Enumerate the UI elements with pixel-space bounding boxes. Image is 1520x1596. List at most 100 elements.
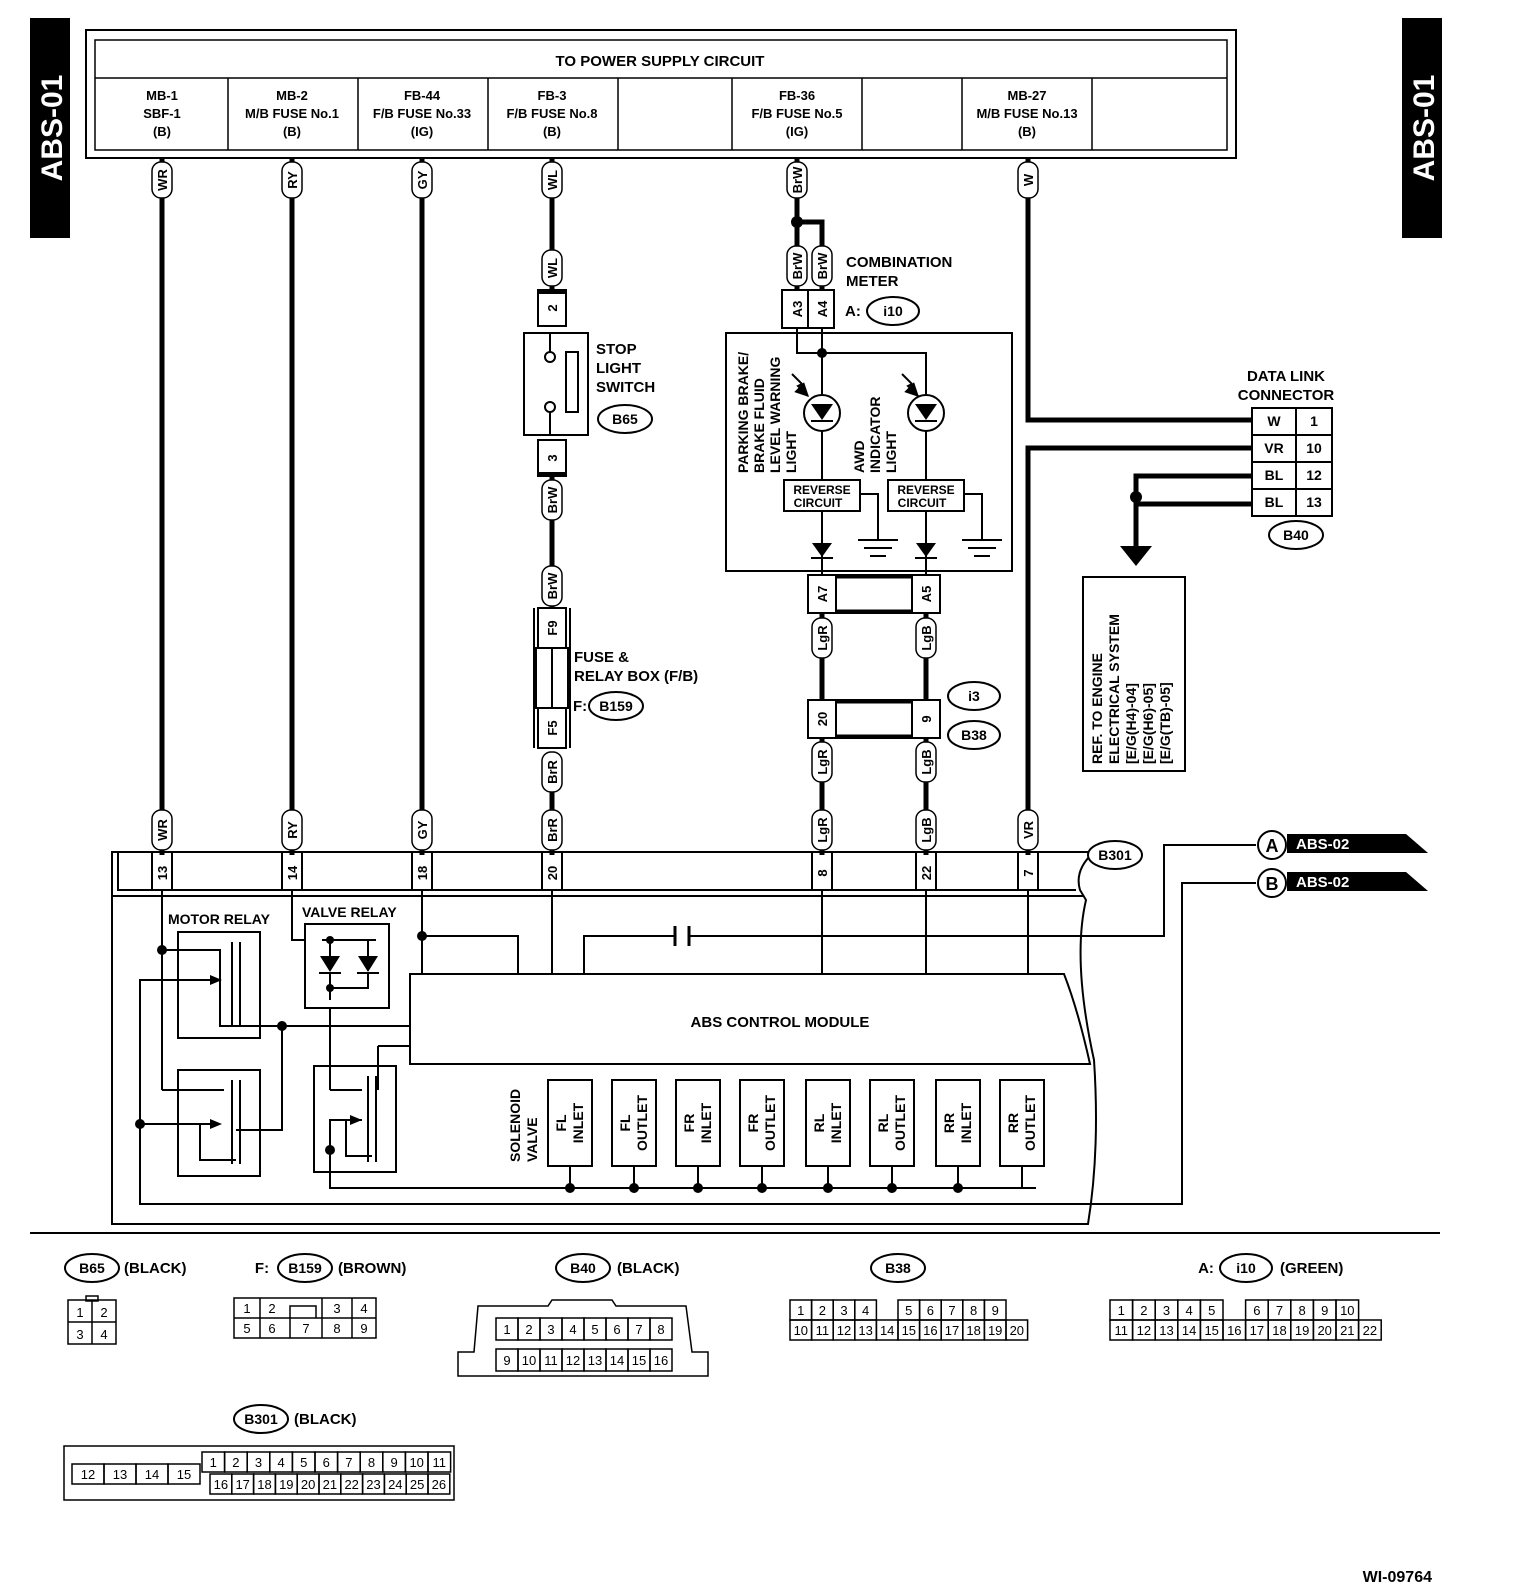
wire-tag-w: W [1021,173,1036,186]
power-supply-box [85,29,1237,159]
legend-pin: 2 [819,1303,826,1318]
legend-pin: 8 [1298,1303,1305,1318]
bulb-icon [791,373,841,432]
meter-prefix: A: [845,303,861,320]
legend-pin: 6 [323,1455,330,1470]
legend-pin: 4 [569,1322,576,1337]
wire-tag-lgb: LgB [919,817,934,842]
solenoid-pos: RR [1005,1113,1021,1133]
motor-relay [140,931,261,1177]
internal-junctions [135,931,963,1193]
pin-cell [1005,1319,1029,1341]
pin-label: 18 [415,866,430,880]
wire-tags: WR RY GY WL BrW W WL BrW BrW BrR BrW BrW… [151,161,1039,851]
solenoid-label: SOLENOID [507,1089,523,1162]
solenoid-pos: FR [681,1114,697,1133]
legend-pin: 19 [988,1323,1002,1338]
fuse-2-line3: (B) [283,124,301,139]
legend-pin: 4 [862,1303,869,1318]
legend-pin: 5 [905,1303,912,1318]
legend-pin: 19 [279,1477,293,1492]
pin-label: 9 [919,715,934,722]
wire-tag-brw: BrW [790,166,805,193]
figure-code: WI-09764 [1363,1569,1432,1586]
legend-pin: 9 [1321,1303,1328,1318]
legend-pin: 7 [948,1303,955,1318]
wire-tag-brr: BrR [545,759,560,783]
wire-tag-brw: BrW [790,252,805,279]
fuse-1-line3: (B) [153,124,171,139]
legend-pin: 1 [210,1455,217,1470]
ref-label: REF. TO ENGINE [1089,653,1105,764]
legend-pin: 14 [880,1323,894,1338]
legend-pin: 10 [1340,1303,1354,1318]
pin-label: 20 [815,712,830,726]
legend-pin: 1 [1118,1303,1125,1318]
wire-tag-wl: WL [545,170,560,190]
legend-pin: 15 [177,1467,191,1482]
legend-pin: 9 [390,1455,397,1470]
wire-tag-gy: GY [415,170,430,189]
legend-pin: 3 [76,1327,83,1342]
solenoid-pos: RR [941,1113,957,1133]
b301-pin-dividers [151,852,1039,890]
stop-light-label: SWITCH [596,379,655,396]
legend-pin: 1 [503,1322,510,1337]
legend-i10-prefix: A: [1198,1260,1214,1277]
legend-pin: 2 [268,1301,275,1316]
solenoid-type: OUTLET [634,1095,650,1151]
legend-pin: 4 [360,1301,367,1316]
b301-pins: 13 14 18 20 8 22 7 [155,865,1036,880]
pin-label: A3 [790,301,805,318]
solenoid-label: VALVE [524,1117,540,1162]
legend-b38-name: B38 [885,1260,911,1276]
legend-pin: 5 [243,1321,250,1336]
legend-pin: 7 [302,1321,309,1336]
legend-pin: 11 [816,1323,830,1338]
fuse-1-line2: SBF-1 [143,106,181,121]
pin-label: A4 [815,300,830,317]
legend-pin: 13 [113,1467,127,1482]
dlc-label: CONNECTOR [1238,387,1335,404]
pin-cell [1357,1319,1382,1341]
pin-cell [427,1473,451,1495]
legend-pin: 6 [1253,1303,1260,1318]
reverse-circuit-label: REVERSE [897,483,954,497]
abs02-link-b: ABS-02 [1296,874,1349,891]
combination-meter: A3 A4 COMBINATION METER A: i10 [725,254,1013,614]
legend-pin: 10 [522,1353,536,1368]
connector-id-i10: i10 [883,303,903,319]
legend-pin: 9 [360,1321,367,1336]
pin-label: 22 [919,866,934,880]
legend-pin: 10 [409,1455,423,1470]
solenoid-valves: SOLENOID VALVE FL INLET FL OUTLET FR INL… [507,1079,1045,1167]
dlc-pin: 1 [1310,413,1318,429]
legend-b159-color: (BROWN) [338,1260,406,1277]
reverse-circuit-label: CIRCUIT [794,496,843,510]
solenoid-type: OUTLET [762,1095,778,1151]
parking-brake-label: LEVEL WARNING [767,356,783,473]
data-link-connector: DATA LINK CONNECTOR W 1 VR 10 BL 12 BL 1… [1238,368,1335,550]
wire-tag-ry: RY [285,171,300,189]
legend-pin: 8 [368,1455,375,1470]
legend-pin: 21 [323,1477,337,1492]
legend-pin: 1 [797,1303,804,1318]
awd-light-label: AWD [851,440,867,473]
legend-pin: 16 [923,1323,937,1338]
power-supply-title: TO POWER SUPPLY CIRCUIT [556,53,765,70]
wire-tag-brr: BrR [545,817,560,841]
legend-pin: 23 [366,1477,380,1492]
valve-relay-label: VALVE RELAY [302,904,397,920]
legend-pin: 7 [345,1455,352,1470]
pin-label: 2 [545,304,560,311]
combination-meter-label: METER [846,273,899,290]
legend-pin: 3 [1163,1303,1170,1318]
section-title-right: ABS-01 [1408,75,1441,182]
abs-module-label: ABS CONTROL MODULE [691,1014,870,1031]
diode-icon [811,543,833,559]
fuse-box-label: RELAY BOX (F/B) [574,668,698,685]
legend-pin: 11 [433,1455,447,1470]
parking-brake-label: LIGHT [783,431,799,473]
pin-label: A5 [919,586,934,603]
